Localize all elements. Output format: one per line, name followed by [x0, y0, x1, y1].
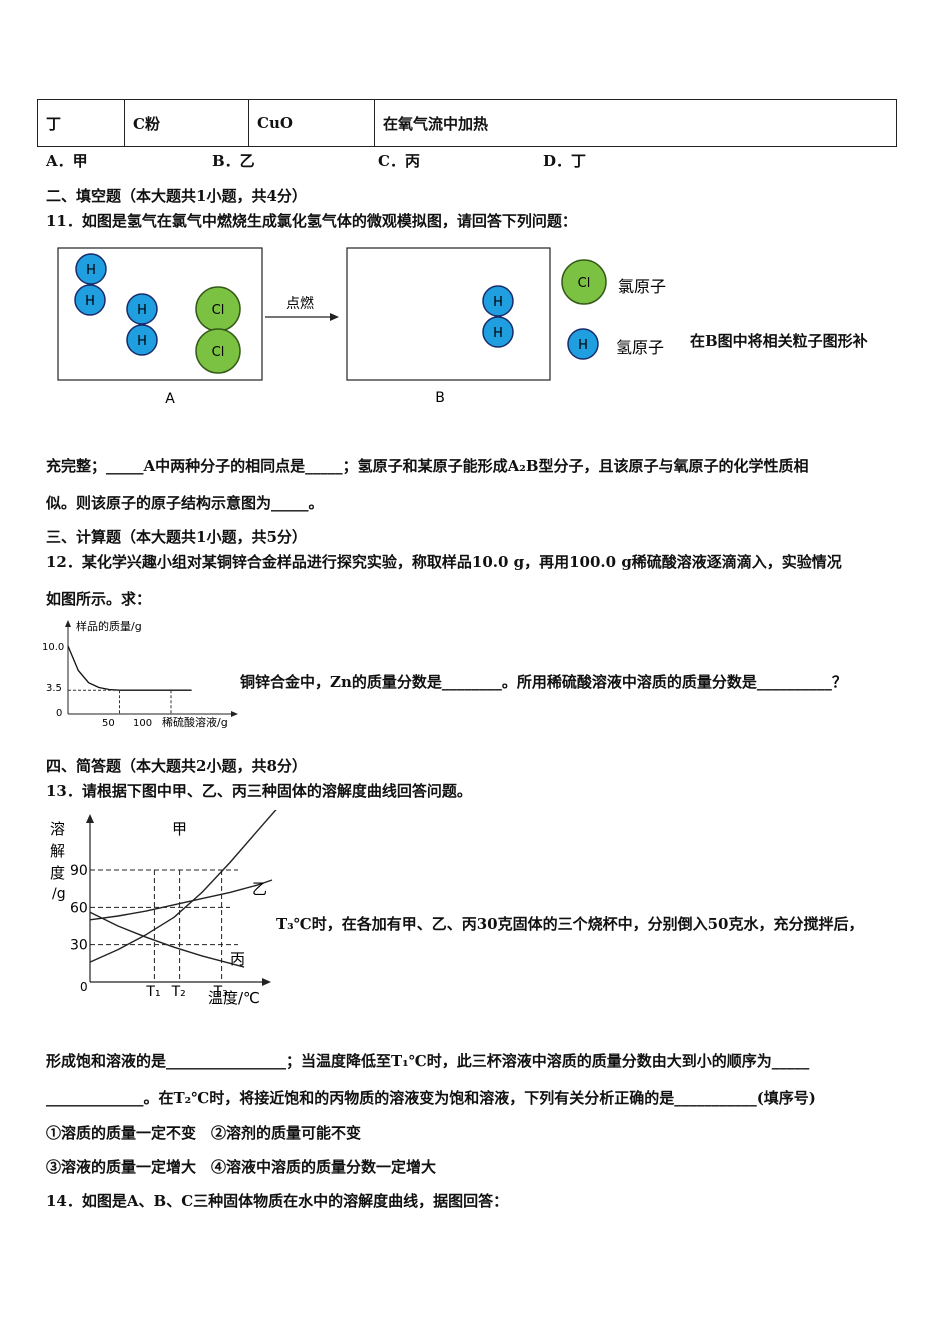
x-tick-label: 50 — [102, 718, 115, 729]
q11-text-line2: 充完整；_____A中两种分子的相同点是_____；氢原子和某原子能形成A₂B型… — [46, 457, 809, 475]
y-tick-label: 3.5 — [46, 683, 62, 694]
x-tick-label: T₂ — [171, 984, 186, 1000]
series-label: 乙 — [252, 880, 267, 898]
svg-text:Cl: Cl — [212, 345, 225, 360]
y-axis-label: 样品的质量/g — [76, 619, 142, 633]
label-a: A — [165, 391, 175, 407]
table-row: 丁 C粉 CuO 在氧气流中加热 — [37, 99, 897, 147]
legend-cl-label: 氯原子 — [618, 277, 666, 296]
reagent-table: 丁 C粉 CuO 在氧气流中加热 — [37, 99, 897, 147]
q12-side-text: 铜锌合金中，Zn的质量分数是________。所用稀硫酸溶液中溶质的质量分数是_… — [240, 673, 847, 691]
legend-h-label: 氢原子 — [616, 338, 664, 357]
y-tick-label: 90 — [70, 863, 88, 879]
option-b: B．乙 — [212, 152, 255, 170]
label-b: B — [435, 390, 445, 406]
y-tick-label: 10.0 — [42, 642, 64, 653]
question-14: 14．如图是A、B、C三种固体物质在水中的溶解度曲线，据图回答： — [46, 1192, 509, 1210]
y-axis-label: 解 — [50, 842, 65, 860]
question-11: 11．如图是氢气在氯气中燃烧生成氯化氢气体的微观模拟图，请回答下列问题： — [46, 212, 577, 230]
h2-molecule: H H — [126, 293, 158, 356]
q13-options-1: ①溶质的质量一定不变 ②溶剂的质量可能不变 — [46, 1124, 362, 1142]
series-curve-2 — [89, 879, 273, 921]
option-d: D．丁 — [543, 152, 587, 170]
option-a: A．甲 — [46, 152, 88, 170]
y-axis-label: 溶 — [50, 820, 65, 838]
reaction-arrow: 点燃 — [265, 295, 339, 321]
svg-text:H: H — [493, 295, 503, 310]
x-tick-label: T₁ — [145, 984, 160, 1000]
table-cell: 丁 — [37, 99, 125, 147]
q12-text-line2: 如图所示。求： — [46, 590, 152, 608]
svg-text:H: H — [493, 326, 503, 341]
series-label: 丙 — [230, 950, 245, 968]
q13-side-text: T₃℃时，在各加有甲、乙、丙30克固体的三个烧杯中，分别倒入50克水，充分搅拌后… — [276, 915, 864, 933]
h2-molecule: H H — [74, 253, 107, 316]
svg-text:H: H — [137, 334, 147, 349]
series-label: 甲 — [172, 820, 187, 838]
section-heading-4: 四、简答题（本大题共2小题，共8分） — [46, 757, 307, 775]
q11-side-text: 在B图中将相关粒子图形补 — [690, 332, 868, 350]
section-heading-2: 二、填空题（本大题共1小题，共4分） — [46, 187, 307, 205]
box-a — [57, 247, 263, 381]
y-tick-label: 60 — [70, 900, 88, 916]
table-cell: 在氧气流中加热 — [374, 99, 897, 147]
x-tick-label: T₃ — [213, 984, 228, 1000]
svg-text:H: H — [137, 303, 147, 318]
section-heading-3: 三、计算题（本大题共1小题，共5分） — [46, 528, 307, 546]
box-b — [346, 247, 551, 381]
table-cell: CuO — [248, 99, 375, 147]
x-axis-label: 稀硫酸溶液/g — [162, 715, 228, 729]
question-13: 13．请根据下图中甲、乙、丙三种固体的溶解度曲线回答问题。 — [46, 782, 472, 800]
y-tick-label: 30 — [70, 938, 88, 954]
q13-text-line3: _____________。在T₂℃时，将接近饱和的丙物质的溶液变为饱和溶液，下… — [46, 1089, 816, 1107]
origin-label: 0 — [80, 980, 88, 994]
svg-text:H: H — [578, 338, 588, 353]
q13-options-2: ③溶液的质量一定增大 ④溶液中溶质的质量分数一定增大 — [46, 1158, 437, 1176]
option-c: C．丙 — [378, 152, 420, 170]
mass-curve — [67, 645, 192, 691]
x-tick-label: 100 — [133, 718, 152, 729]
x-axis-label: 温度/℃ — [208, 989, 260, 1007]
h2-molecule: H H — [482, 285, 514, 348]
svg-text:Cl: Cl — [212, 303, 225, 318]
svg-text:Cl: Cl — [578, 276, 591, 291]
y-axis-label: /g — [52, 886, 66, 902]
arrow-label: 点燃 — [286, 295, 314, 312]
svg-text:H: H — [86, 263, 96, 278]
mass-chart: 样品的质量/g 稀硫酸溶液/g 10.0 3.5 0 50 100 — [42, 619, 238, 729]
series-curve-1 — [89, 810, 277, 963]
cl2-molecule: Cl Cl — [195, 286, 241, 374]
series-curve-3 — [89, 911, 245, 968]
legend-cl: Cl 氯原子 — [561, 259, 666, 305]
svg-text:H: H — [85, 294, 95, 309]
table-cell: C粉 — [124, 99, 249, 147]
y-axis-label: 度 — [50, 864, 65, 882]
y-tick-label: 0 — [56, 708, 62, 719]
molecule-diagram: H H H H Cl Cl A 点燃 H H B Cl 氯原子 H 氢原子 — [57, 247, 666, 407]
legend-h: H 氢原子 — [567, 328, 664, 360]
q11-text-line3: 似。则该原子的原子结构示意图为_____。 — [46, 494, 324, 512]
question-12: 12．某化学兴趣小组对某铜锌合金样品进行探究实验，称取样品10.0 g，再用10… — [46, 553, 842, 571]
q13-text-line2: 形成饱和溶液的是________________；当温度降低至T₁℃时，此三杯溶… — [46, 1052, 810, 1070]
